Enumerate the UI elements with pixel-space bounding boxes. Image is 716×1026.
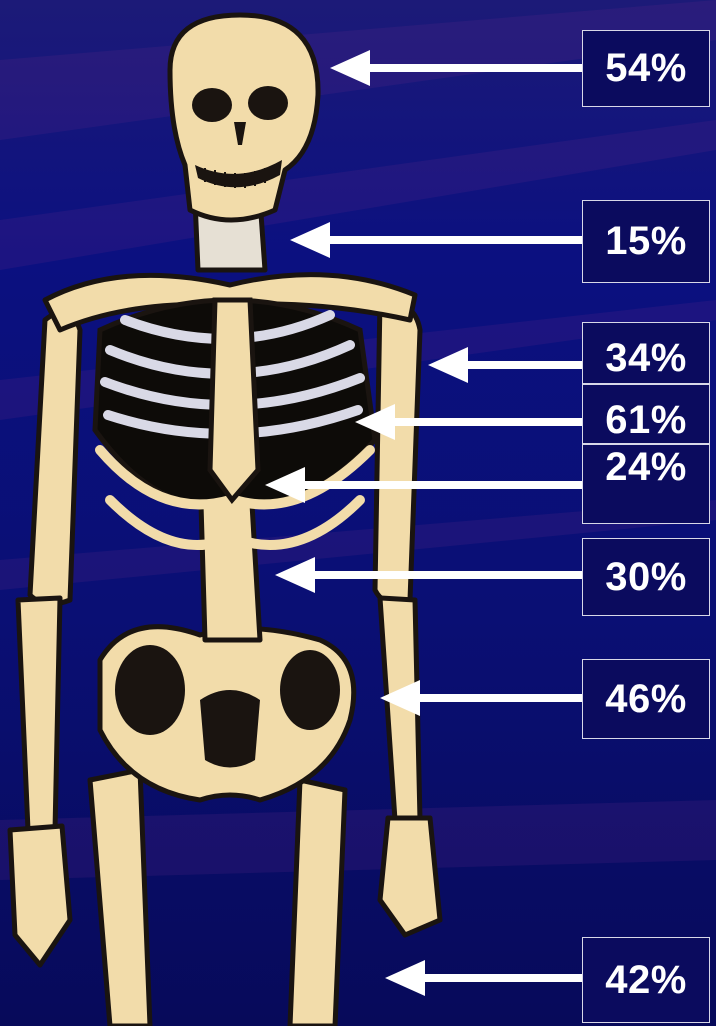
label-skull: 54% [582,30,710,107]
label-ribs: 61% [582,384,710,444]
arrow-left-icon [380,680,420,716]
arrow-spine [275,557,582,593]
label-arm: 46% [582,659,710,739]
arrow-left-icon [428,347,468,383]
label-neck: 15% [582,200,710,283]
arrow-left-icon [385,960,425,996]
label-leg: 42% [582,937,710,1023]
label-sternum: 24% [582,444,710,524]
arrow-left-icon [355,404,395,440]
arrow-neck [290,222,582,258]
arrow-left-icon [275,557,315,593]
arrow-sternum [265,467,582,503]
arrow-left-icon [330,50,370,86]
arrow-arm [380,680,582,716]
label-spine: 30% [582,538,710,616]
arrow-ribs [355,404,582,440]
arrow-leg [385,960,582,996]
arrow-left-icon [290,222,330,258]
arrow-left-icon [265,467,305,503]
label-shoulder: 34% [582,322,710,384]
arrow-skull [330,50,582,86]
arrow-shoulder [428,347,582,383]
